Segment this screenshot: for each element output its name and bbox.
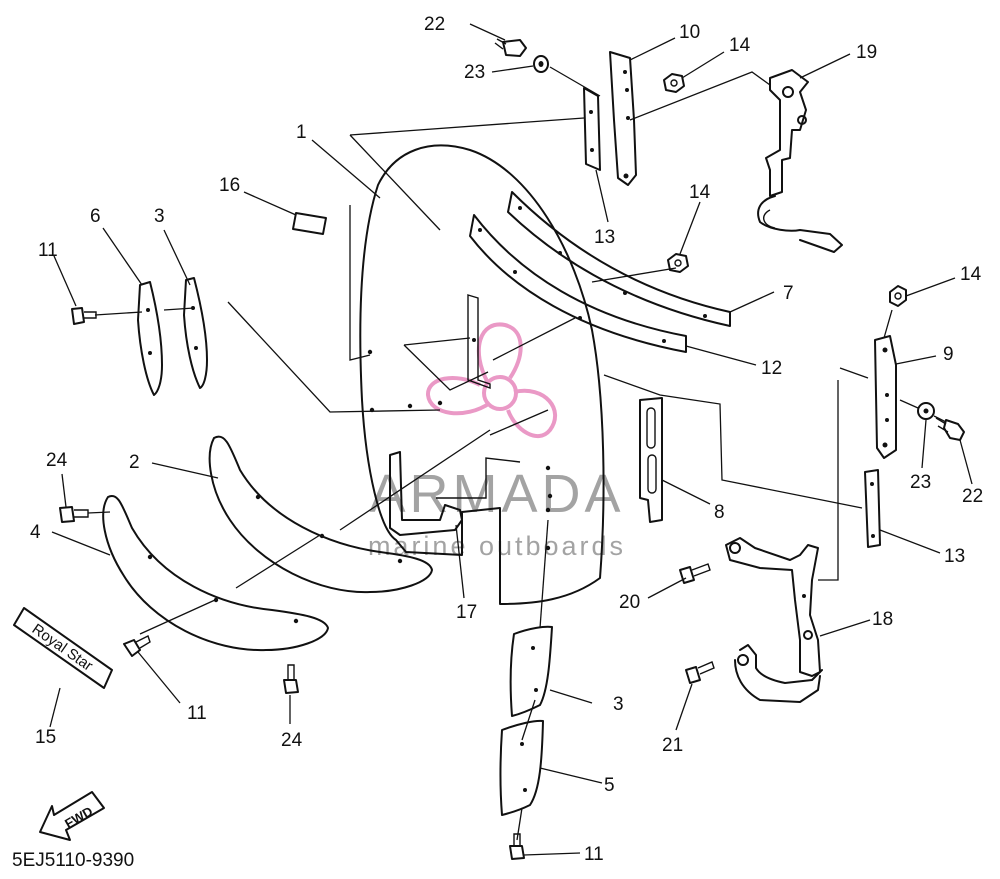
callout-23: 23 [464,62,485,83]
bolt-24-mid-icon [283,664,299,694]
part-13-bracket-top [583,87,601,171]
callout-18: 18 [872,609,893,630]
callout-2: 2 [129,452,140,473]
part-9-bracket [874,335,897,459]
callout-4: 4 [30,522,41,543]
callout-5: 5 [604,775,615,796]
callout-1: 1 [296,122,307,143]
callout-24: 24 [281,730,303,751]
callout-15: 15 [35,727,56,748]
nut-14-top-icon [663,73,685,93]
callout-9: 9 [943,344,954,365]
callout-labels: 1 2 3 3 4 5 6 7 8 9 10 11 11 11 12 13 13… [30,14,983,865]
part-7-stay [507,191,731,327]
propeller-logo-icon [426,322,557,438]
callout-8: 8 [714,502,725,523]
nut-14-right-icon [889,285,907,307]
callout-13: 13 [944,546,965,567]
diagram-code: 5EJ5110-9390 [12,850,134,871]
callout-14: 14 [689,182,711,203]
part-3-plate-left [183,277,208,389]
callout-16: 16 [219,175,240,196]
watermark-tagline: marine outboards [368,531,626,561]
part-2-deflector [208,435,433,594]
part-17-bracket [389,294,491,536]
part-10-bracket [609,51,637,186]
callout-7: 7 [783,283,794,304]
callout-22: 22 [962,486,983,507]
bolt-11-bottom-icon [509,833,525,860]
callout-12: 12 [761,358,782,379]
fwd-arrow-icon: FWD [39,791,105,841]
bolt-21-icon [685,661,715,684]
callout-14: 14 [729,35,751,56]
washer-23-right-icon [917,402,935,420]
callout-3: 3 [154,206,165,227]
part-13-bracket-right [864,469,881,548]
washer-23-top-icon [533,55,549,73]
part-6-plate [137,281,163,396]
callout-11: 11 [584,844,604,865]
callout-3: 3 [613,694,624,715]
part-15-decal: Royal Star [13,607,113,689]
part-18-mount [725,537,823,703]
part-16-pad [292,212,327,235]
callout-24: 24 [46,450,68,471]
bolt-20-icon [679,563,711,584]
watermark: ARMADA marine outboards [368,322,626,561]
leader-lines [49,23,973,856]
part-5-plate [499,719,544,816]
nut-14-mid-icon [667,253,689,273]
callout-13: 13 [594,227,615,248]
decal-text: Royal Star [29,621,96,675]
callout-20: 20 [619,592,640,613]
part-19-mount [757,69,843,253]
callout-14: 14 [960,264,982,285]
bolt-22-right-icon [935,417,965,441]
part-3-plate-lower [509,625,553,717]
callout-10: 10 [679,22,700,43]
part-1-windshield [359,144,605,605]
callout-19: 19 [856,42,877,63]
callout-11: 11 [187,703,207,724]
bolt-24-left-icon [59,506,89,523]
bolt-22-top-icon [494,38,527,57]
callout-11: 11 [38,240,58,261]
callout-21: 21 [662,735,683,756]
callout-22: 22 [424,14,445,35]
part-4-deflector [102,494,329,652]
callout-17: 17 [456,602,477,623]
bolt-11-mid-icon [123,635,151,657]
callout-23: 23 [910,472,931,493]
watermark-brand: ARMADA [369,464,624,524]
callout-6: 6 [90,206,101,227]
bolt-11-left-icon [71,307,97,325]
part-8-bracket [639,397,663,523]
part-12-stay [469,214,687,353]
